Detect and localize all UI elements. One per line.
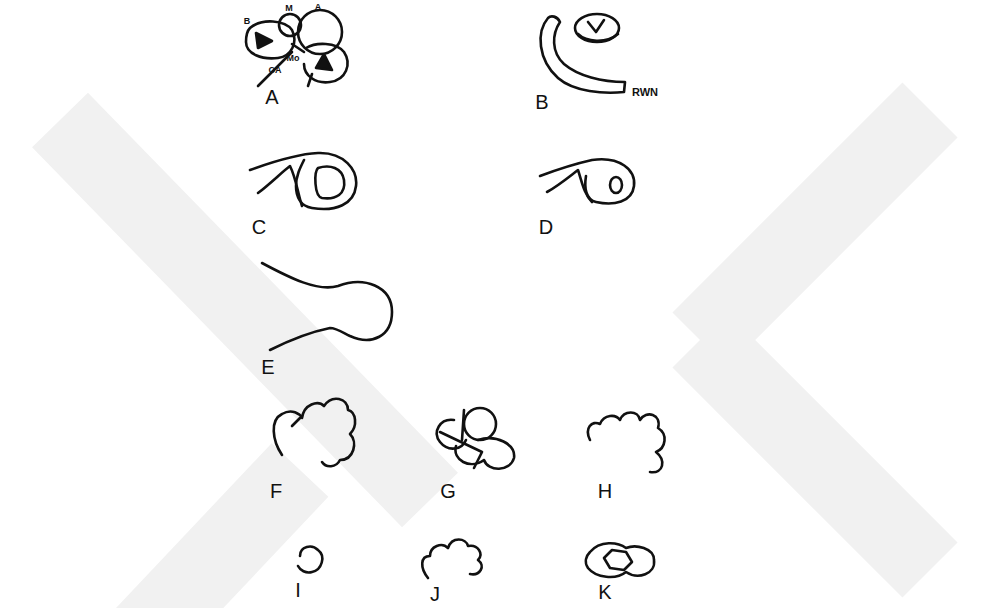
figure-g <box>437 408 514 469</box>
arrowhead <box>316 54 332 70</box>
spiral <box>578 34 618 41</box>
watermark-band <box>700 340 930 570</box>
figure-e <box>262 263 392 350</box>
lobe <box>298 10 342 54</box>
part-label: CA <box>269 66 282 75</box>
part-label: B <box>244 17 251 26</box>
panel-letter: A <box>265 87 278 107</box>
outline <box>274 399 355 467</box>
arrowhead <box>588 20 604 32</box>
part-label: A <box>315 2 322 11</box>
panel-letter: D <box>539 217 553 237</box>
outline <box>586 543 654 577</box>
figure-c <box>250 153 356 209</box>
part-label: Mo <box>287 54 300 63</box>
joint <box>462 410 464 440</box>
outline <box>547 170 592 202</box>
watermark <box>60 110 930 608</box>
figure-f <box>274 399 355 467</box>
watermark-band <box>130 470 300 608</box>
figure-a <box>246 10 348 86</box>
outline <box>262 263 392 350</box>
outline <box>292 418 300 426</box>
panel-letter: G <box>440 481 456 501</box>
lobe <box>464 408 496 440</box>
panel-letter: B <box>535 92 548 112</box>
joint <box>292 44 304 52</box>
figure-k <box>586 543 654 577</box>
outline <box>298 547 322 573</box>
panel-letter: C <box>252 217 266 237</box>
panel-letter: E <box>261 357 274 377</box>
part-label: RWN <box>632 87 658 98</box>
inner-ring <box>315 167 344 199</box>
watermark-band <box>60 120 430 500</box>
panel-letter: K <box>598 582 611 602</box>
outline <box>422 540 481 579</box>
watermark-band <box>700 110 930 340</box>
inner-outline <box>604 550 632 570</box>
inner-ring <box>610 177 622 193</box>
figure-b <box>541 14 625 93</box>
panel-letter: H <box>598 481 612 501</box>
figure-h <box>588 413 665 473</box>
spiral <box>575 14 619 42</box>
leader <box>308 74 312 86</box>
figure-i <box>298 547 322 573</box>
outline <box>540 159 634 203</box>
outline <box>250 153 356 209</box>
figure-j <box>422 540 481 579</box>
panel-letter: I <box>295 580 301 600</box>
outline <box>258 166 302 206</box>
arrowhead <box>256 33 272 48</box>
part-label: M <box>285 4 293 13</box>
panel-letter: J <box>430 584 440 604</box>
tube <box>541 16 625 92</box>
figure-d <box>540 159 634 203</box>
outline <box>588 413 665 473</box>
panel-letter: F <box>270 481 282 501</box>
